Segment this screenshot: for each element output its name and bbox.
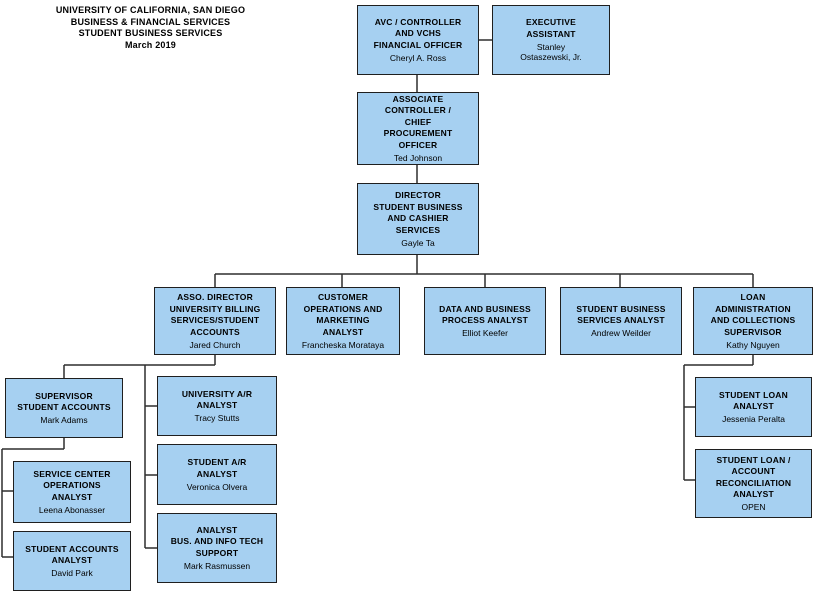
role-title-line: OPERATIONS AND <box>303 303 383 314</box>
org-box-loan-admin-supervisor: LOAN ADMINISTRATION AND COLLECTIONS SUPE… <box>693 287 813 355</box>
role-title-line: AND COLLECTIONS <box>710 315 796 325</box>
role-title-line: ANALYST <box>733 401 774 411</box>
person-name: Ostaszewski, Jr. <box>520 52 582 63</box>
person-name: Stanley <box>536 41 566 52</box>
role-title-line: ASSOCIATE <box>392 93 444 104</box>
org-box-avc-controller: AVC / CONTROLLER AND VCHS FINANCIAL OFFI… <box>357 5 479 75</box>
role-title-line: SERVICE CENTER <box>33 468 111 479</box>
org-box-loan-reconciliation-analyst: STUDENT LOAN / ACCOUNT RECONCILIATION AN… <box>695 449 812 518</box>
role-title-line: UNIVERSITY BILLING <box>169 303 261 314</box>
role-title-line: SERVICES/STUDENT <box>170 315 260 325</box>
org-box-customer-ops-marketing: CUSTOMER OPERATIONS AND MARKETING ANALYS… <box>286 287 400 355</box>
role-title-line: ACCOUNT <box>731 466 776 476</box>
role-title-line: ACCOUNTS <box>190 326 240 337</box>
person-name: Mark Rasmussen <box>183 560 251 571</box>
person-name: Veronica Olvera <box>186 481 248 492</box>
person-name: Gayle Ta <box>401 237 435 248</box>
role-title-line: PROCESS ANALYST <box>442 315 528 325</box>
org-box-service-center-analyst: SERVICE CENTER OPERATIONS ANALYST Leena … <box>13 461 131 523</box>
role-title-line: LOAN <box>740 292 766 302</box>
header-line-org: UNIVERSITY OF CALIFORNIA, SAN DIEGO <box>55 5 246 15</box>
role-title-line: EXECUTIVE <box>526 17 576 28</box>
role-title-line: FINANCIAL OFFICER <box>373 39 463 50</box>
role-title-line: CUSTOMER <box>317 292 369 302</box>
role-title-line: ANALYST <box>51 491 93 502</box>
person-name: Elliot Keefer <box>462 328 508 338</box>
chart-header: UNIVERSITY OF CALIFORNIA, SAN DIEGO BUSI… <box>8 5 293 51</box>
person-name: Francheska Morataya <box>301 339 385 350</box>
role-title-line: ANALYST <box>51 555 93 565</box>
org-box-director-sbs: DIRECTOR STUDENT BUSINESS AND CASHIER SE… <box>357 183 479 255</box>
person-name: Leena Abonasser <box>38 504 106 515</box>
role-title-line: STUDENT LOAN / <box>716 454 791 465</box>
role-title-line: SUPERVISOR <box>724 326 782 337</box>
header-line-date: March 2019 <box>124 39 177 50</box>
role-title-line: OFFICER <box>398 139 438 150</box>
role-title-line: SERVICES ANALYST <box>577 315 665 325</box>
role-title-line: STUDENT ACCOUNTS <box>25 543 119 554</box>
role-title-line: STUDENT BUSINESS <box>576 303 666 314</box>
person-name: Mark Adams <box>40 415 88 425</box>
role-title-line: AVC / CONTROLLER <box>374 16 462 27</box>
role-title-line: STUDENT A/R <box>187 457 247 467</box>
header-line-department: STUDENT BUSINESS SERVICES <box>78 28 223 38</box>
person-name: Jessenia Peralta <box>722 414 785 424</box>
role-title-line: ADMINISTRATION <box>715 303 791 314</box>
person-name: Andrew Weilder <box>591 328 651 338</box>
role-title-line: SUPERVISOR <box>35 390 93 401</box>
role-title-line: AND VCHS <box>395 28 441 39</box>
org-box-asso-director-billing: ASSO. DIRECTOR UNIVERSITY BILLING SERVIC… <box>154 287 276 355</box>
role-title-line: CHIEF <box>404 116 432 127</box>
person-name: Ted Johnson <box>393 152 443 163</box>
role-title-line: OPERATIONS <box>43 480 101 491</box>
org-box-university-ar-analyst: UNIVERSITY A/R ANALYST Tracy Stutts <box>157 376 277 436</box>
role-title-line: STUDENT BUSINESS <box>373 201 463 212</box>
org-box-student-ar-analyst: STUDENT A/R ANALYST Veronica Olvera <box>157 444 277 505</box>
org-box-executive-assistant: EXECUTIVE ASSISTANT Stanley Ostaszewski,… <box>492 5 610 75</box>
role-title-line: ANALYST <box>196 400 238 410</box>
role-title-line: STUDENT ACCOUNTS <box>17 402 111 412</box>
role-title-line: ASSISTANT <box>526 28 576 39</box>
role-title-line: ASSO. DIRECTOR <box>177 292 253 302</box>
org-box-student-accounts-analyst: STUDENT ACCOUNTS ANALYST David Park <box>13 531 131 591</box>
role-title-line: DIRECTOR <box>395 190 441 200</box>
role-title-line: PROCUREMENT <box>383 128 453 139</box>
role-title-line: RECONCILIATION <box>715 477 792 488</box>
person-name: Jared Church <box>189 339 241 350</box>
person-name: Cheryl A. Ross <box>389 52 447 63</box>
role-title-line: BUS. AND INFO TECH <box>170 536 264 547</box>
org-box-supervisor-student-accounts: SUPERVISOR STUDENT ACCOUNTS Mark Adams <box>5 378 123 438</box>
org-box-data-process-analyst: DATA AND BUSINESS PROCESS ANALYST Elliot… <box>424 287 546 355</box>
role-title-line: AND CASHIER <box>387 213 449 223</box>
role-title-line: ANALYST <box>196 468 238 479</box>
person-name: OPEN <box>741 502 766 512</box>
role-title-line: SERVICES <box>395 224 441 235</box>
role-title-line: DATA AND BUSINESS <box>439 303 531 314</box>
org-box-sbs-analyst: STUDENT BUSINESS SERVICES ANALYST Andrew… <box>560 287 682 355</box>
role-title-line: UNIVERSITY A/R <box>181 388 253 399</box>
org-box-infotech-support-analyst: ANALYST BUS. AND INFO TECH SUPPORT Mark … <box>157 513 277 583</box>
person-name: Kathy Nguyen <box>726 339 780 350</box>
role-title-line: ANALYST <box>322 326 364 337</box>
role-title-line: CONTROLLER / <box>384 105 452 116</box>
role-title-line: ANALYST <box>196 524 238 535</box>
org-box-student-loan-analyst: STUDENT LOAN ANALYST Jessenia Peralta <box>695 377 812 437</box>
person-name: Tracy Stutts <box>194 413 240 423</box>
role-title-line: ANALYST <box>733 489 774 499</box>
role-title-line: SUPPORT <box>195 547 239 558</box>
org-box-associate-controller: ASSOCIATE CONTROLLER / CHIEF PROCUREMENT… <box>357 92 479 165</box>
role-title-line: STUDENT LOAN <box>719 389 788 400</box>
person-name: David Park <box>51 568 93 578</box>
role-title-line: MARKETING <box>316 315 370 325</box>
header-line-division: BUSINESS & FINANCIAL SERVICES <box>70 16 231 27</box>
